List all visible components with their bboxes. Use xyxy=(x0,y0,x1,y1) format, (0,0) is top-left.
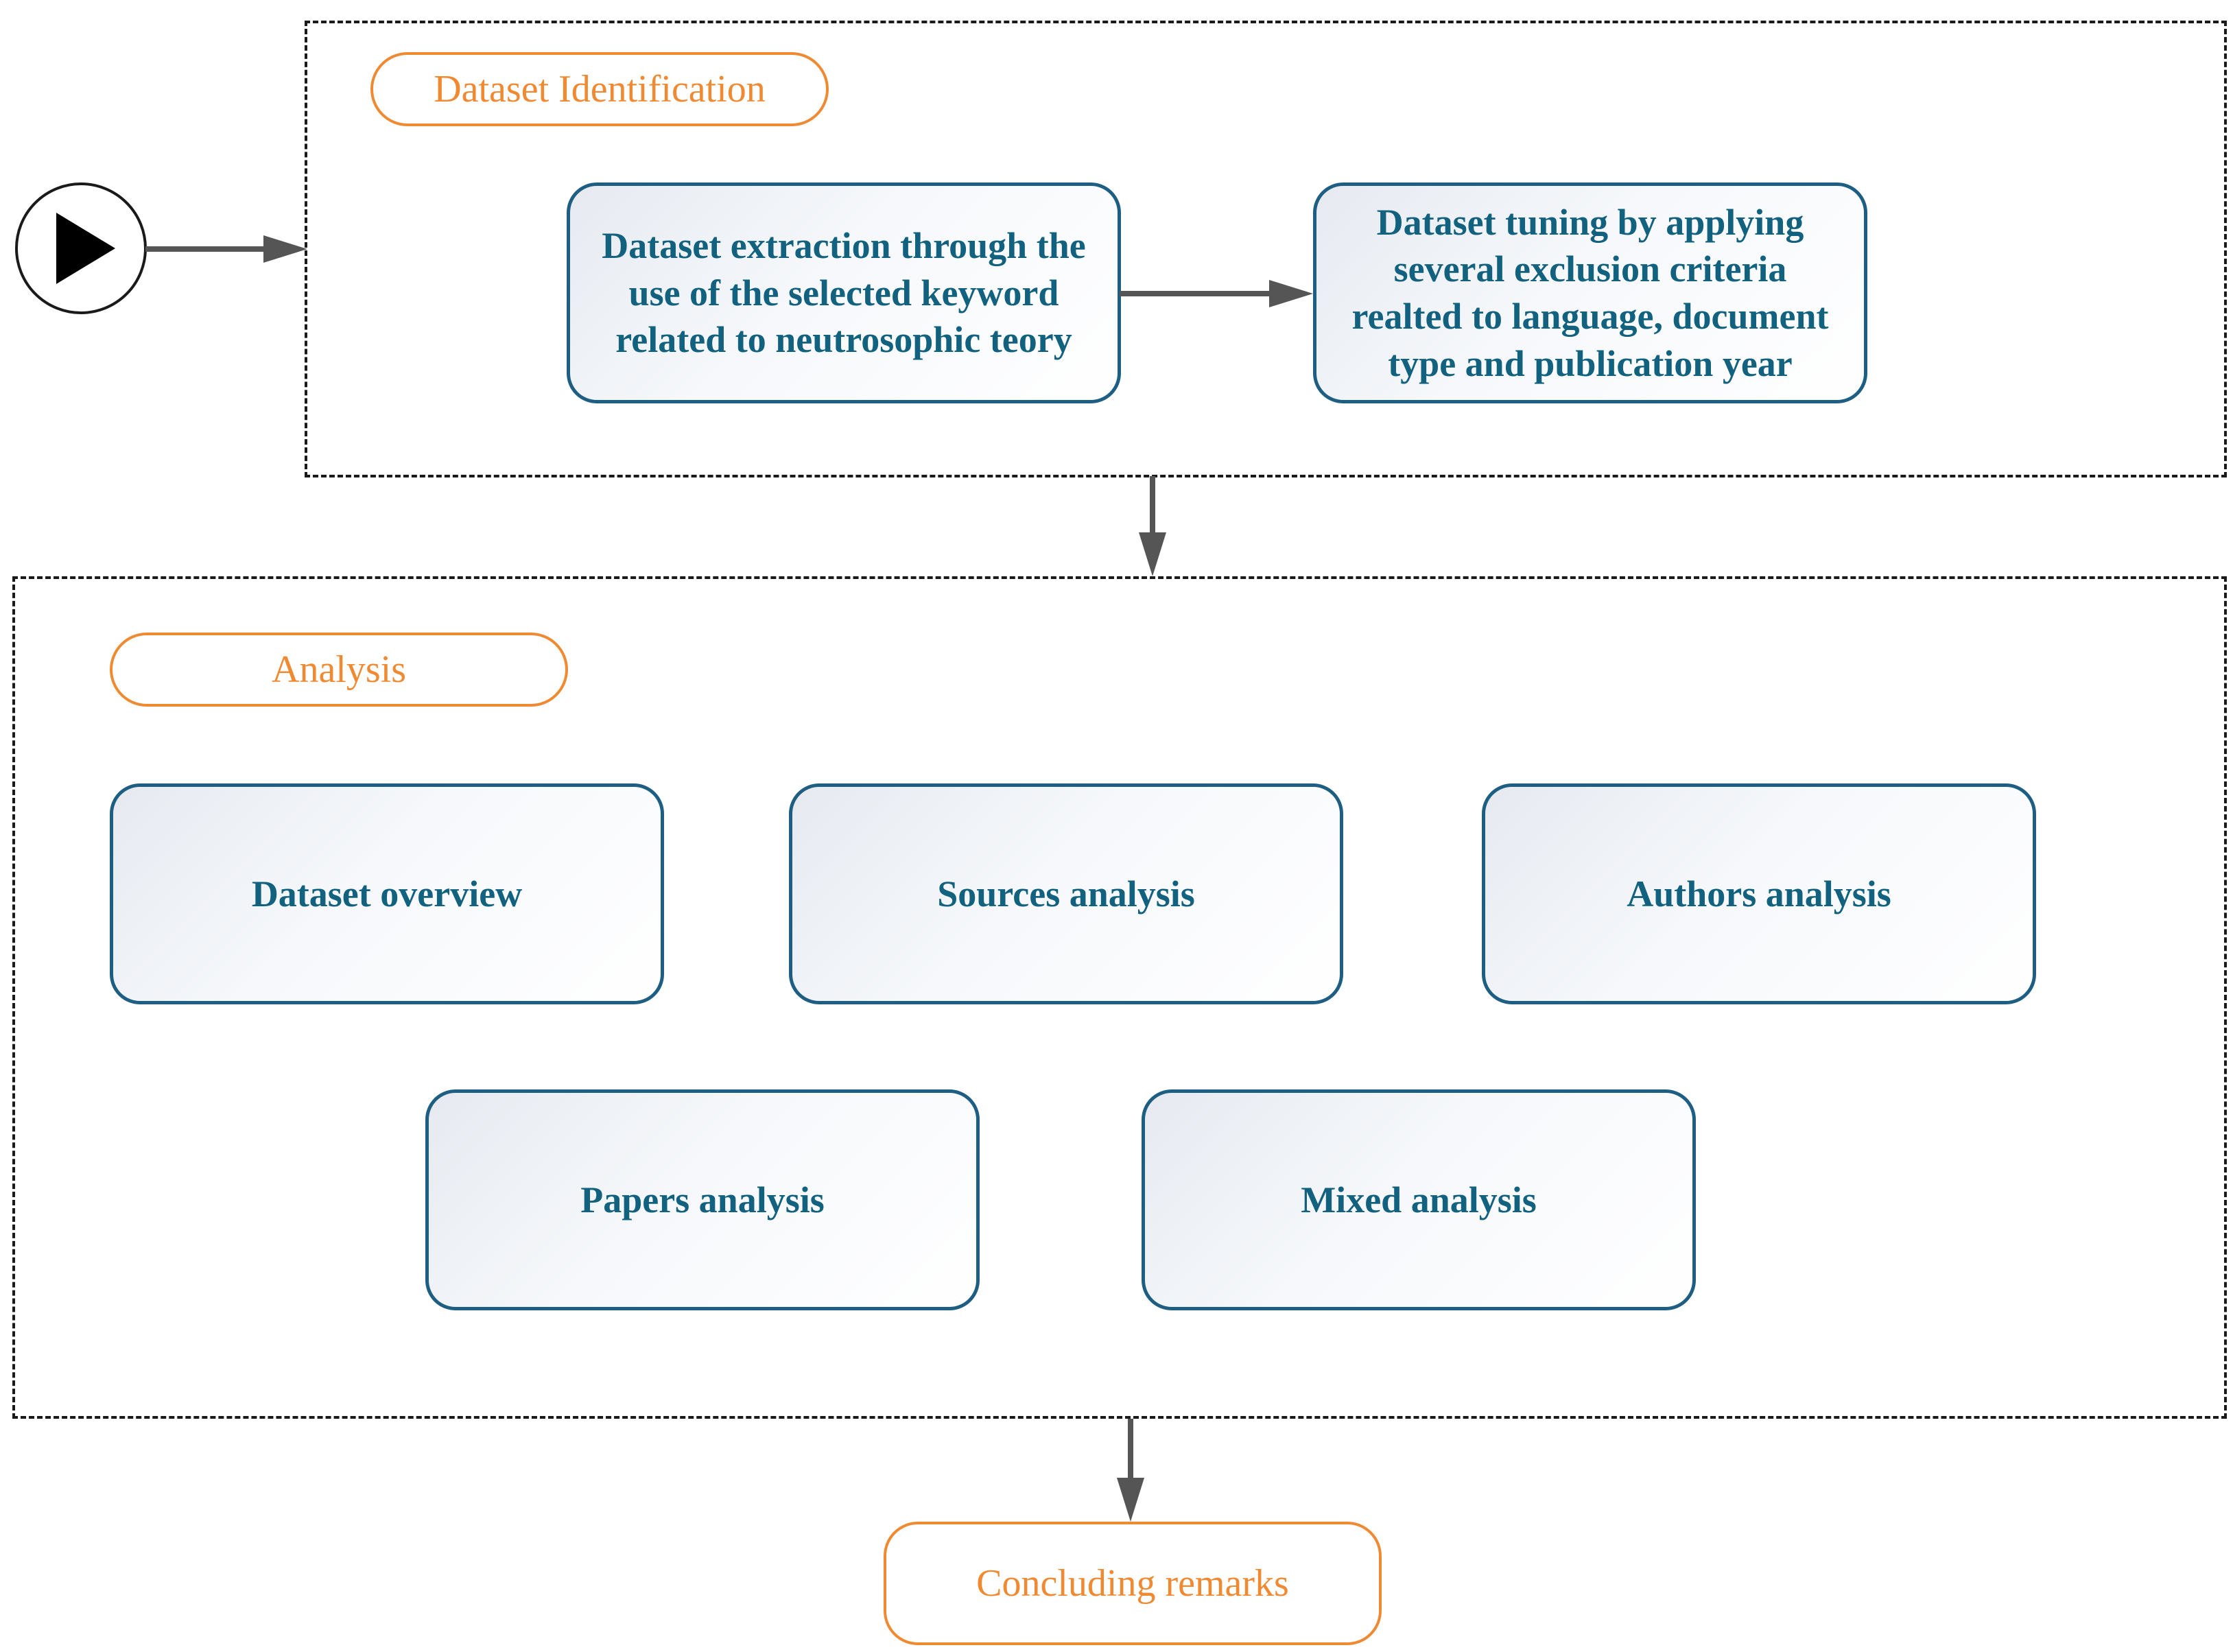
dataset-overview-step: Dataset overview xyxy=(110,783,664,1004)
start-event xyxy=(15,182,147,314)
arrow-extraction-to-tuning xyxy=(1120,291,1271,296)
dataset-extraction-step: Dataset extraction through the use of th… xyxy=(567,182,1121,403)
authors-analysis-step: Authors analysis xyxy=(1482,783,2036,1004)
arrow-identification-to-analysis xyxy=(1150,476,1155,535)
analysis-group xyxy=(12,576,2227,1419)
concluding-remarks-node: Concluding remarks xyxy=(884,1522,1382,1645)
arrow-start-to-identification xyxy=(145,246,268,252)
sources-analysis-step: Sources analysis xyxy=(789,783,1343,1004)
dataset-tuning-step: Dataset tuning by applying several exclu… xyxy=(1313,182,1867,403)
papers-analysis-step: Papers analysis xyxy=(425,1089,980,1310)
play-icon xyxy=(56,213,115,284)
arrow-analysis-to-conclusion xyxy=(1128,1419,1133,1480)
analysis-label: Analysis xyxy=(110,633,568,707)
mixed-analysis-step: Mixed analysis xyxy=(1142,1089,1696,1310)
dataset-identification-label: Dataset Identification xyxy=(370,52,829,126)
